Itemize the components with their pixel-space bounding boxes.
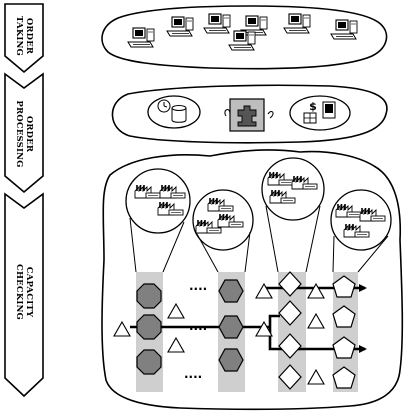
currency-symbol: $ — [309, 100, 317, 113]
stage-arrow-order-processing: ORDER PROCESSING — [4, 72, 44, 194]
stage-label-capacity-checking-1: CAPACITY — [24, 267, 34, 318]
hexagon-node — [218, 279, 244, 303]
factory-group — [261, 157, 325, 221]
capacity-checking-region: .... .... .... — [101, 149, 404, 411]
stage-label-capacity-checking-2: CHECKING — [14, 264, 24, 320]
order-taking-region — [101, 5, 388, 70]
octagon-node — [136, 283, 162, 309]
octagon-node — [136, 349, 162, 375]
clock-database-icon — [147, 95, 201, 129]
stage-label-order-taking-2: TAKING — [14, 16, 24, 56]
connector-lines — [129, 205, 389, 273]
stage-label-order-taking-1: ORDER — [24, 18, 34, 55]
ellipsis-text: .... — [184, 367, 202, 381]
order-processing-region: $ — [111, 84, 388, 144]
finance-documents-icon: $ — [289, 95, 351, 131]
stage-label-order-processing-2: PROCESSING — [14, 100, 24, 167]
ellipsis-text: .... — [189, 319, 207, 333]
stage-arrow-capacity-checking: CAPACITY CHECKING — [4, 192, 44, 398]
factory-group — [125, 168, 191, 234]
octagon-node — [136, 314, 162, 340]
hexagon-node — [218, 315, 244, 339]
factory-group — [192, 189, 254, 251]
stage-label-order-processing-1: ORDER — [24, 116, 34, 153]
factory-group — [330, 189, 392, 251]
stage-arrow-order-taking: ORDER TAKING — [4, 3, 44, 74]
puzzle-network-icon — [224, 98, 274, 132]
hexagon-node — [218, 348, 244, 372]
ellipsis-text: .... — [189, 279, 207, 293]
